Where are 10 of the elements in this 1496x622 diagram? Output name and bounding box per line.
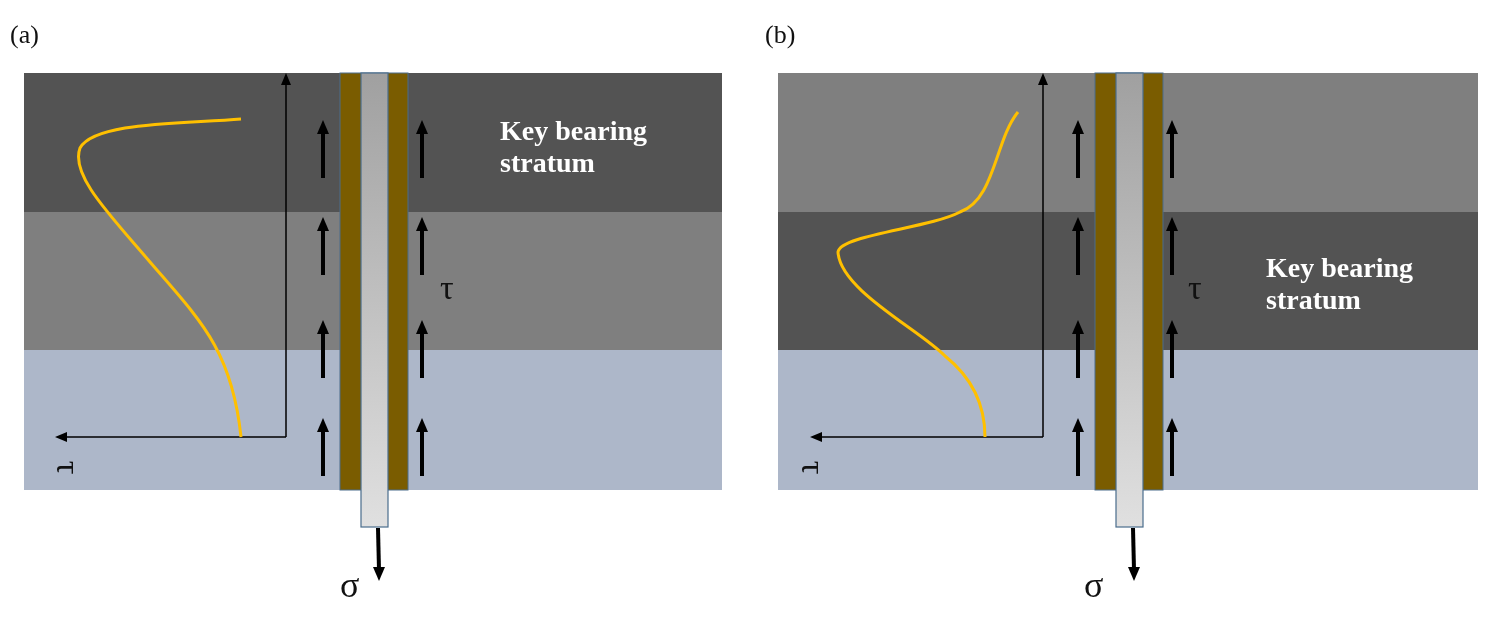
axial-stress-symbol: σ	[340, 565, 360, 607]
stratum-label: Key bearing stratum	[1266, 252, 1414, 317]
panel-label: (a)	[10, 20, 39, 50]
axis-label: τ	[794, 460, 834, 475]
axial-stress-symbol: σ	[1084, 565, 1104, 607]
axis-label: τ	[49, 460, 89, 475]
shear-stress-symbol: τ	[440, 268, 454, 308]
shear-stress-symbol: τ	[1188, 268, 1202, 308]
stratum-label: Key bearing stratum	[500, 115, 648, 180]
panel-label: (b)	[765, 20, 796, 50]
